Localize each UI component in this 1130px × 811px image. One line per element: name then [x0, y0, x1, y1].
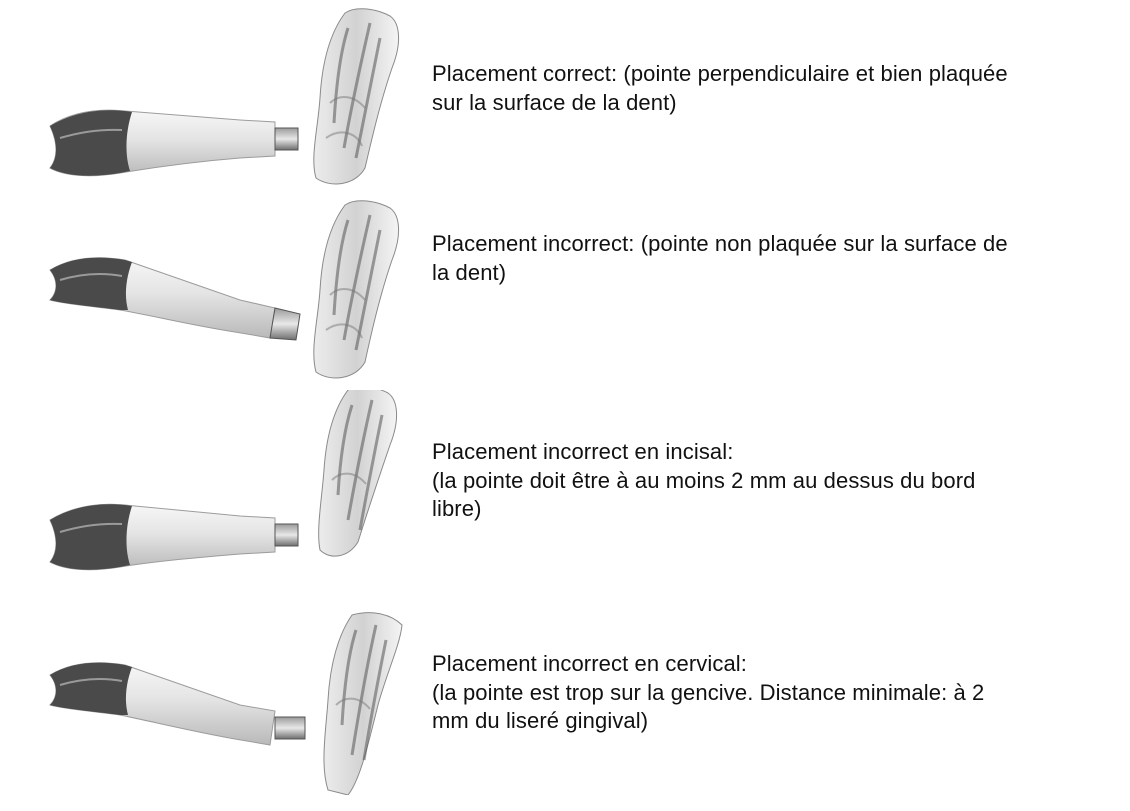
caption-line: Placement correct: (pointe perpendiculai… — [432, 60, 1122, 89]
caption-line: Placement incorrect en incisal: — [432, 438, 1122, 467]
caption-incisal: Placement incorrect en incisal: (la poin… — [432, 438, 1122, 524]
caption-line: Placement incorrect en cervical: — [432, 650, 1122, 679]
caption-line: (la pointe doit être à au moins 2 mm au … — [432, 467, 1122, 496]
tooth-icon — [314, 201, 399, 378]
caption-line: (la pointe est trop sur la gencive. Dist… — [432, 679, 1122, 708]
caption-correct: Placement correct: (pointe perpendiculai… — [432, 60, 1122, 117]
caption-line: mm du liseré gingival) — [432, 707, 1122, 736]
probe-icon — [50, 663, 305, 745]
tooth-icon — [314, 9, 399, 184]
tooth-icon — [319, 390, 397, 556]
tooth-probe-not-flat-icon — [30, 200, 420, 390]
tooth-probe-cervical-icon — [30, 605, 420, 795]
caption-cervical: Placement incorrect en cervical: (la poi… — [432, 650, 1122, 736]
caption-line: libre) — [432, 495, 1122, 524]
caption-line: la dent) — [432, 259, 1122, 288]
probe-icon — [50, 504, 298, 569]
caption-line: Placement incorrect: (pointe non plaquée… — [432, 230, 1122, 259]
tooth-probe-correct-icon — [30, 8, 420, 198]
probe-icon — [50, 110, 298, 176]
probe-icon — [50, 258, 300, 340]
caption-line: sur la surface de la dent) — [432, 89, 1122, 118]
tooth-probe-incisal-icon — [30, 390, 420, 580]
caption-not-flat: Placement incorrect: (pointe non plaquée… — [432, 230, 1122, 287]
tooth-icon — [324, 613, 402, 795]
